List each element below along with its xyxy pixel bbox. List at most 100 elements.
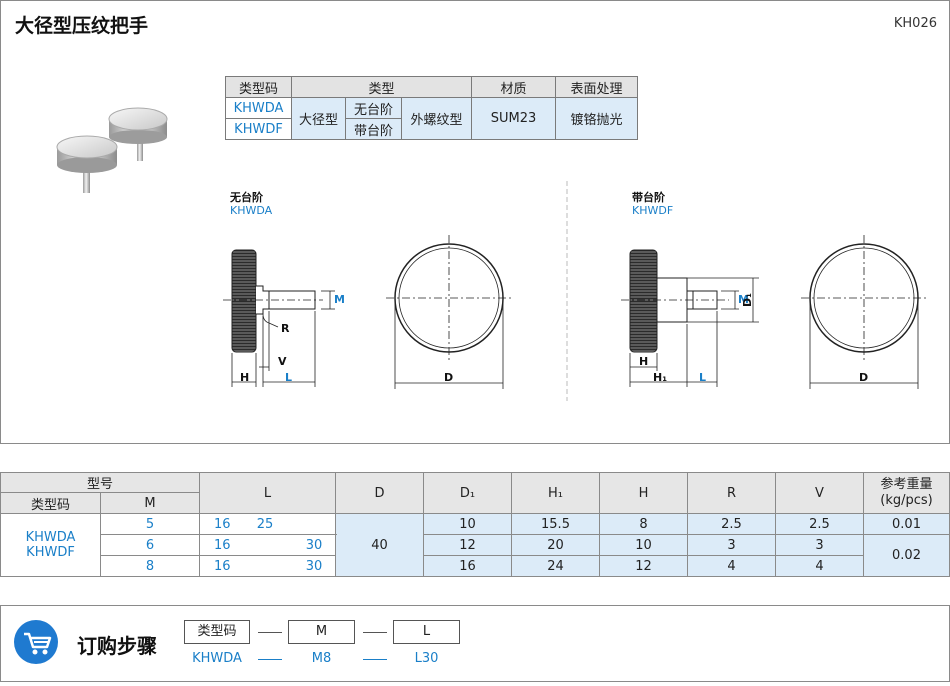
spec-row-2-l-min: 16 xyxy=(214,537,231,553)
view-code-no-step: KHWDA xyxy=(230,204,273,217)
spec-row-2-d1: 12 xyxy=(423,534,512,556)
dim-label-d-step: D xyxy=(859,371,868,384)
dim-label-r: R xyxy=(281,322,290,335)
order-field-code: 类型码 xyxy=(184,620,250,644)
spec-weight-label: 参考重量 xyxy=(880,477,933,492)
spec-row-1-m: 5 xyxy=(100,513,200,535)
spec-code-khwdf: KHWDF xyxy=(26,545,75,560)
spec-header-d1: D₁ xyxy=(423,472,512,514)
product-panel: 大径型压纹把手 KH026 xyxy=(0,0,950,444)
side-view-with-step xyxy=(621,249,759,387)
spec-row-2-weight: 0.02 xyxy=(863,534,950,577)
order-value-code: KHWDA xyxy=(192,651,242,666)
spec-row-3-h1: 24 xyxy=(511,555,600,577)
spec-header-r: R xyxy=(687,472,776,514)
spec-row-2-h1: 20 xyxy=(511,534,600,556)
technical-drawing: M R V H L D M D₁ H H₁ L D xyxy=(56,107,927,401)
spec-row-1-l-max: 25 xyxy=(256,516,274,532)
spec-code-cell: KHWDA KHWDF xyxy=(0,513,101,577)
spec-header-model: 型号 xyxy=(0,472,200,493)
dim-label-m: M xyxy=(334,293,345,306)
spec-row-3-r: 4 xyxy=(687,555,776,577)
view-label-no-step: 无台阶 KHWDA xyxy=(230,191,272,217)
type-table: 类型码 类型 材质 表面处理 KHWDA 大径型 无台阶 外螺纹型 SUM23 … xyxy=(225,76,638,140)
spec-row-2-l-max: 30 xyxy=(305,537,323,553)
spec-row-1-h: 8 xyxy=(599,513,688,535)
order-title: 订购步骤 xyxy=(77,634,157,658)
dim-label-h-step: H xyxy=(639,355,648,368)
dim-label-l: L xyxy=(285,371,292,384)
view-code-with-step: KHWDF xyxy=(632,204,674,217)
order-value-l: L30 xyxy=(414,651,439,666)
spec-row-3-d1: 16 xyxy=(423,555,512,577)
spec-row-3-m: 8 xyxy=(100,555,200,577)
spec-row-1-v: 2.5 xyxy=(775,513,864,535)
spec-row-1-l-min: 16 xyxy=(214,516,231,532)
spec-row-3-v: 4 xyxy=(775,555,864,577)
spec-header-d: D xyxy=(335,472,424,514)
order-separator xyxy=(258,632,282,633)
spec-code-khwda: KHWDA xyxy=(25,530,76,545)
spec-header-v: V xyxy=(775,472,864,514)
dim-label-h1: H₁ xyxy=(653,371,667,384)
view-title-with-step: 带台阶 xyxy=(632,191,665,204)
spec-d-value: 40 xyxy=(335,513,424,577)
front-view-with-step xyxy=(801,235,927,389)
spec-header-h1: H₁ xyxy=(511,472,600,514)
order-value-separator xyxy=(363,659,387,660)
order-value-m: M8 xyxy=(311,651,332,666)
spec-row-2-h: 10 xyxy=(599,534,688,556)
spec-row-1-l: 16 25 xyxy=(199,513,336,535)
dim-label-v: V xyxy=(278,355,287,368)
type-header-material: 材质 xyxy=(471,76,556,98)
spec-header-code: 类型码 xyxy=(0,492,101,514)
dim-label-d1: D₁ xyxy=(741,293,754,307)
spec-row-3-l-max: 30 xyxy=(305,558,323,574)
cart-icon xyxy=(14,620,58,664)
spec-header-l: L xyxy=(199,472,336,514)
order-value-separator xyxy=(258,659,282,660)
dim-label-m-step: M xyxy=(738,293,749,306)
spec-header-m: M xyxy=(100,492,200,514)
spec-row-3-l: 16 30 xyxy=(199,555,336,577)
type-header-type: 类型 xyxy=(291,76,472,98)
front-view-no-step xyxy=(386,235,512,389)
side-view-no-step xyxy=(223,249,335,387)
order-field-l: L xyxy=(393,620,460,644)
order-steps-panel: 订购步骤 类型码 M L KHWDA M8 L30 xyxy=(0,605,950,682)
type-header-surface: 表面处理 xyxy=(555,76,638,98)
spec-row-2-r: 3 xyxy=(687,534,776,556)
spec-row-2-l: 16 30 xyxy=(199,534,336,556)
spec-header-h: H xyxy=(599,472,688,514)
spec-row-2-m: 6 xyxy=(100,534,200,556)
spec-row-1-d1: 10 xyxy=(423,513,512,535)
type-main: 大径型 xyxy=(291,97,346,140)
type-sub-no-step: 无台阶 xyxy=(345,97,402,119)
order-field-m: M xyxy=(288,620,355,644)
type-material: SUM23 xyxy=(471,97,556,140)
spec-row-1-r: 2.5 xyxy=(687,513,776,535)
type-sub-with-step: 带台阶 xyxy=(345,118,402,140)
type-surface: 镀铬抛光 xyxy=(555,97,638,140)
spec-row-1-h1: 15.5 xyxy=(511,513,600,535)
spec-row-2-v: 3 xyxy=(775,534,864,556)
spec-row-3-h: 12 xyxy=(599,555,688,577)
spec-header-weight: 参考重量 (kg/pcs) xyxy=(863,472,950,514)
view-label-with-step: 带台阶 KHWDF xyxy=(632,191,673,217)
spec-row-1-weight: 0.01 xyxy=(863,513,950,535)
spec-table: 型号 L D D₁ H₁ H R V 参考重量 (kg/pcs) 类型码 M K… xyxy=(0,472,950,577)
dim-label-h: H xyxy=(240,371,249,384)
type-thread: 外螺纹型 xyxy=(401,97,472,140)
order-separator xyxy=(363,632,387,633)
view-title-no-step: 无台阶 xyxy=(230,191,263,204)
page-title: 大径型压纹把手 xyxy=(15,15,149,37)
spec-row-3-l-min: 16 xyxy=(214,558,231,574)
type-code-khwda: KHWDA xyxy=(225,97,292,119)
type-header-code: 类型码 xyxy=(225,76,292,98)
dim-label-d: D xyxy=(444,371,453,384)
spec-weight-unit: (kg/pcs) xyxy=(880,493,933,508)
product-photo xyxy=(56,107,168,193)
type-code-khwdf: KHWDF xyxy=(225,118,292,140)
product-code: KH026 xyxy=(893,16,937,31)
dim-label-l-step: L xyxy=(699,371,706,384)
